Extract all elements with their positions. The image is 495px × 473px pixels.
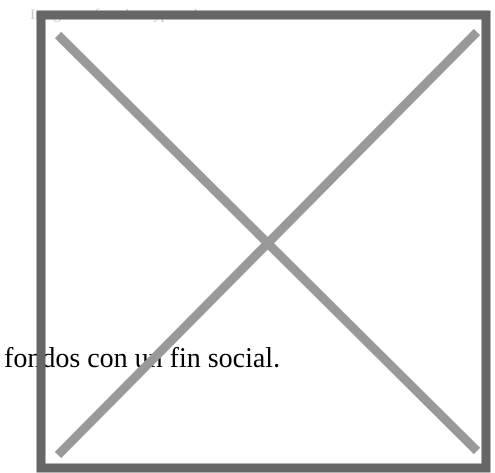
cross-line-2 [54,28,481,459]
image-frame [36,10,491,473]
